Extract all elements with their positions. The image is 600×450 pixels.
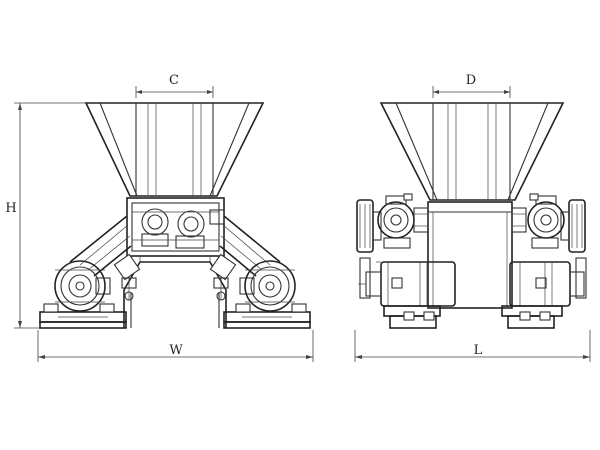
dimension-w: W — [37, 330, 314, 362]
label-h: H — [5, 201, 16, 216]
front-underframe — [123, 256, 227, 328]
label-l: L — [474, 343, 483, 358]
front-hopper — [84, 102, 265, 197]
side-left-motor — [358, 257, 456, 307]
dimension-c: C — [135, 73, 214, 98]
front-view: C H W — [5, 73, 314, 362]
front-gearbox — [126, 197, 225, 257]
front-couplings — [113, 253, 237, 301]
side-left-gear-unit — [356, 193, 429, 253]
side-base — [383, 305, 563, 329]
dimension-l: L — [354, 330, 591, 362]
side-right-motor — [509, 257, 587, 307]
label-d: D — [466, 73, 476, 88]
side-view: D L — [354, 73, 591, 362]
side-main-body — [427, 201, 513, 309]
side-right-gear-unit — [511, 193, 586, 253]
dimension-d: D — [432, 73, 511, 98]
dimension-h: H — [5, 102, 90, 329]
front-base-plates — [39, 303, 311, 329]
side-hopper — [379, 102, 565, 201]
label-c: C — [169, 73, 179, 88]
front-left-motor — [51, 260, 111, 313]
front-right-motor — [239, 260, 299, 313]
label-w: W — [169, 343, 183, 358]
